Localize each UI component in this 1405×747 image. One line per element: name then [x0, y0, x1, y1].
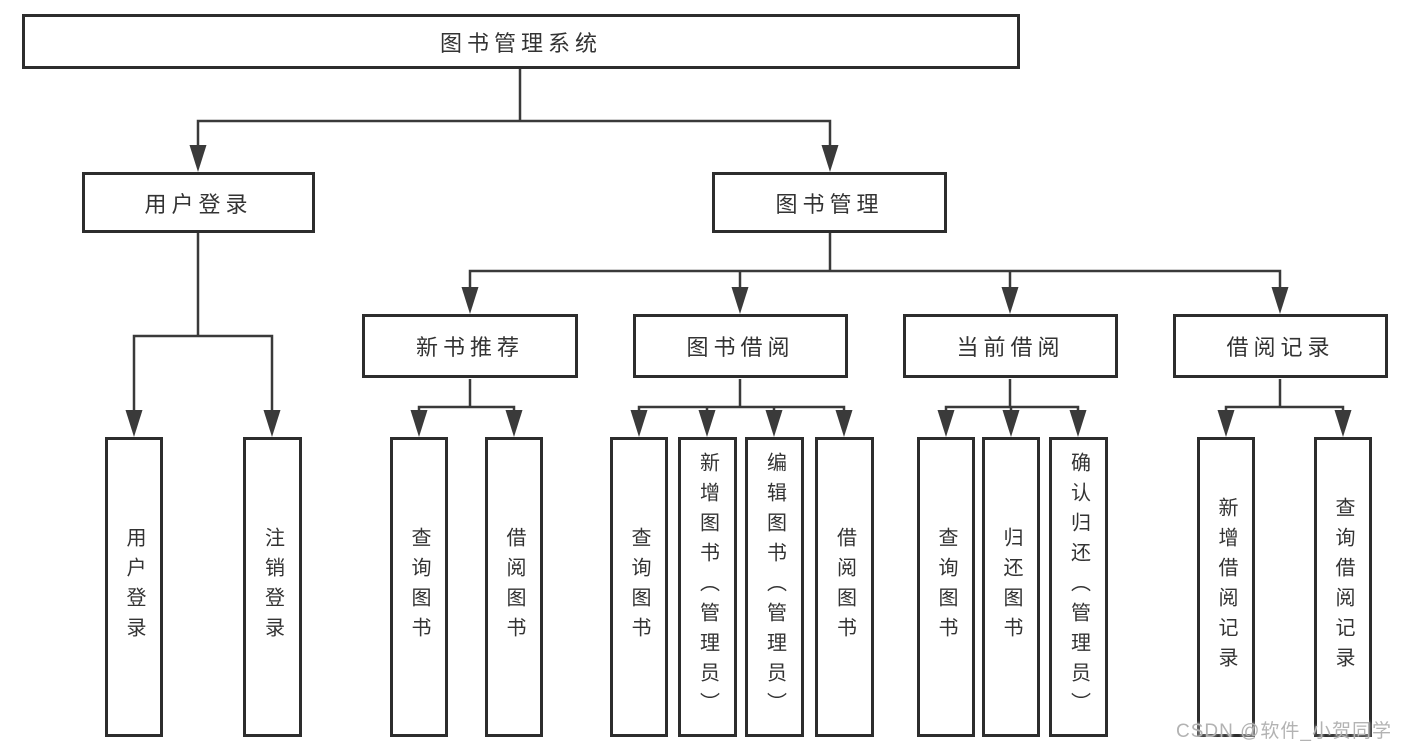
leaf-edit-books-admin: 编辑图书（管理员） — [745, 437, 804, 737]
leaf-label: 注销登录 — [261, 527, 284, 647]
leaf-query-books-borrowing: 查询图书 — [610, 437, 668, 737]
node-book-borrowing: 图书借阅 — [633, 314, 848, 378]
leaf-label: 新增借阅记录 — [1215, 497, 1237, 677]
arrow-down-icon — [1217, 410, 1235, 437]
connector-book-mgmt-fork — [468, 233, 1282, 292]
node-borrowing-records: 借阅记录 — [1173, 314, 1388, 378]
leaf-label: 归还图书 — [1000, 527, 1022, 647]
arrow-down-icon — [1069, 410, 1087, 437]
connector-root-fork — [196, 69, 832, 150]
leaf-label: 查询图书 — [408, 527, 430, 647]
arrow-down-icon — [630, 410, 648, 437]
arrow-down-icon — [505, 410, 523, 437]
arrow-down-icon — [765, 410, 783, 437]
arrow-down-icon — [263, 410, 281, 437]
arrow-down-icon — [461, 287, 479, 314]
arrow-down-icon — [1001, 287, 1019, 314]
arrowheads — [125, 145, 1352, 437]
arrow-down-icon — [821, 145, 839, 172]
leaf-add-borrow-record: 新增借阅记录 — [1197, 437, 1255, 737]
leaf-add-books-admin: 新增图书（管理员） — [678, 437, 737, 737]
node-library-system: 图书管理系统 — [22, 14, 1020, 69]
leaf-borrow-books-recommend: 借阅图书 — [485, 437, 543, 737]
connector-current-fork — [944, 379, 1080, 415]
arrow-down-icon — [189, 145, 207, 172]
arrow-down-icon — [835, 410, 853, 437]
connector-user-login-fork — [132, 233, 274, 415]
leaf-user-login: 用户登录 — [105, 437, 163, 737]
leaf-label: 借阅图书 — [833, 527, 856, 647]
connector-recommend-fork — [417, 379, 516, 415]
arrow-down-icon — [1271, 287, 1289, 314]
arrow-down-icon — [698, 410, 716, 437]
leaf-logout: 注销登录 — [243, 437, 302, 737]
csdn-watermark: CSDN @软件_小贺同学 — [1176, 721, 1392, 742]
leaf-label: 查询图书 — [935, 527, 957, 647]
leaf-confirm-return-admin: 确认归还（管理员） — [1049, 437, 1108, 737]
leaf-label: 查询图书 — [628, 527, 650, 647]
leaf-query-books-recommend: 查询图书 — [390, 437, 448, 737]
leaf-label: 借阅图书 — [503, 527, 525, 647]
connector-borrowing-fork — [637, 379, 846, 415]
node-current-borrowing: 当前借阅 — [903, 314, 1118, 378]
arrow-down-icon — [1002, 410, 1020, 437]
leaf-label: 新增图书（管理员） — [696, 452, 719, 722]
leaf-label: 确认归还（管理员） — [1067, 452, 1090, 722]
arrow-down-icon — [731, 287, 749, 314]
connector-records-fork — [1224, 379, 1345, 415]
leaf-query-borrow-record: 查询借阅记录 — [1314, 437, 1372, 737]
leaf-label: 用户登录 — [123, 527, 145, 647]
leaf-label: 查询借阅记录 — [1332, 497, 1354, 677]
leaf-borrow-books-borrowing: 借阅图书 — [815, 437, 874, 737]
arrow-down-icon — [937, 410, 955, 437]
leaf-query-books-current: 查询图书 — [917, 437, 975, 737]
node-new-book-recommend: 新书推荐 — [362, 314, 578, 378]
leaf-return-books: 归还图书 — [982, 437, 1040, 737]
node-book-management: 图书管理 — [712, 172, 947, 233]
node-user-login: 用户登录 — [82, 172, 315, 233]
arrow-down-icon — [1334, 410, 1352, 437]
arrow-down-icon — [410, 410, 428, 437]
arrow-down-icon — [125, 410, 143, 437]
leaf-label: 编辑图书（管理员） — [763, 452, 786, 722]
